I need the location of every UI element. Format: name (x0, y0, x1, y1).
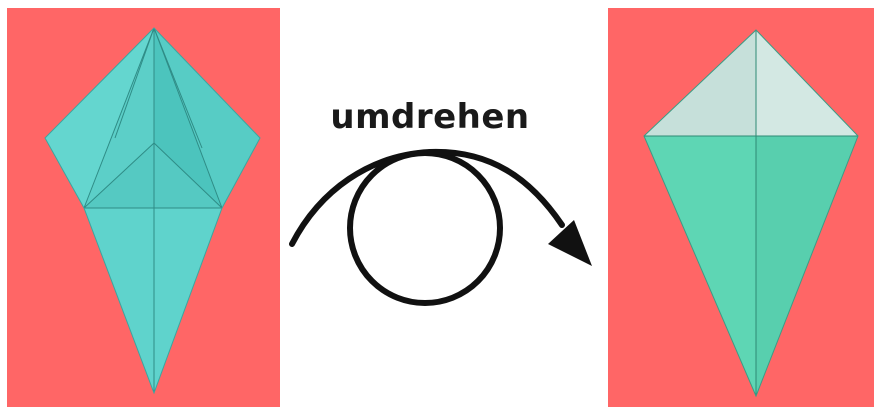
front-view-panel (7, 8, 280, 407)
flip-instruction: umdrehen (280, 0, 608, 407)
kite-back-illustration (608, 8, 874, 407)
flip-over-arrow-icon (280, 0, 608, 407)
kite-front-illustration (7, 8, 280, 407)
back-view-panel (608, 8, 874, 407)
